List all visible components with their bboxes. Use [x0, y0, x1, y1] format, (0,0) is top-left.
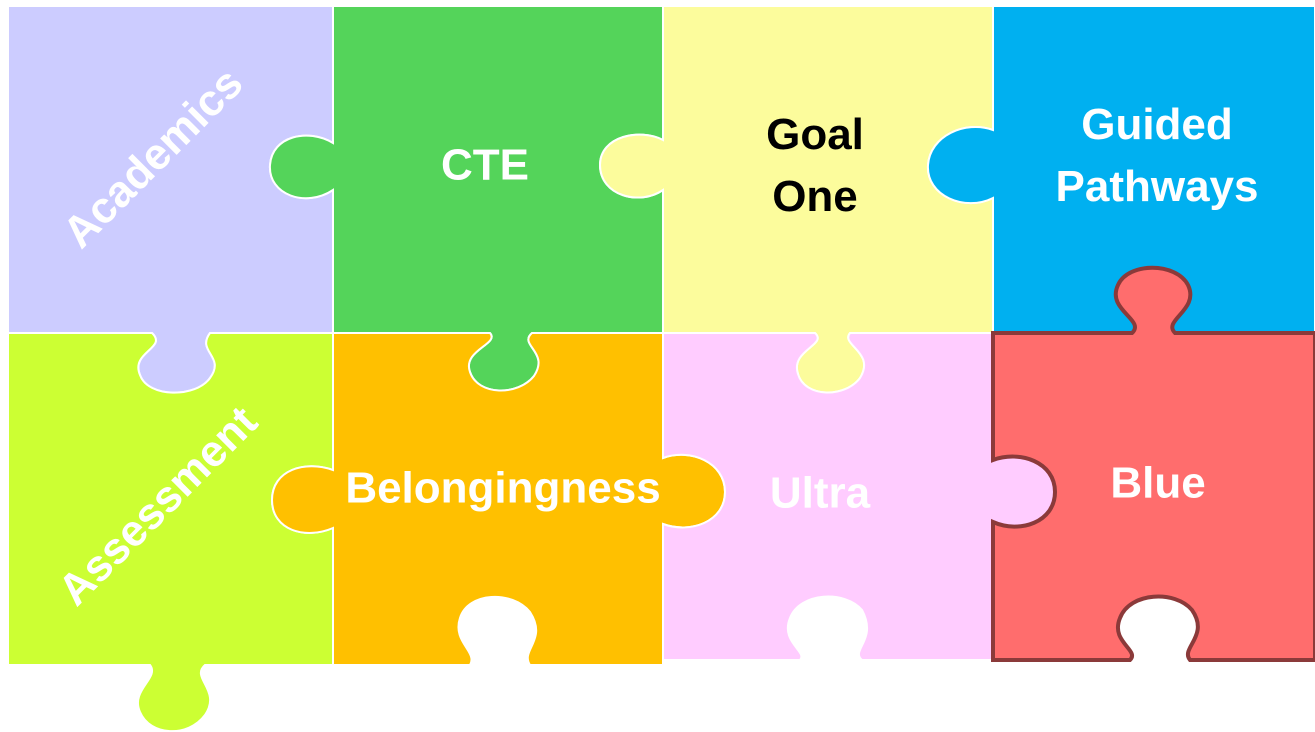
- label-goal-one-line: One: [772, 172, 858, 221]
- label-cte: CTE: [441, 141, 529, 190]
- label-guided-pathways-line: Pathways: [1056, 162, 1259, 211]
- piece-blue: [991, 265, 1315, 662]
- label-goal-one-line: Goal: [766, 110, 864, 159]
- piece-belongingness: [270, 332, 727, 666]
- label-guided-pathways-line: Guided: [1081, 100, 1233, 149]
- piece-assessment: [7, 332, 334, 732]
- label-belongingness: Belongingness: [345, 464, 660, 513]
- label-ultra: Ultra: [770, 469, 871, 518]
- label-blue: Blue: [1110, 459, 1205, 508]
